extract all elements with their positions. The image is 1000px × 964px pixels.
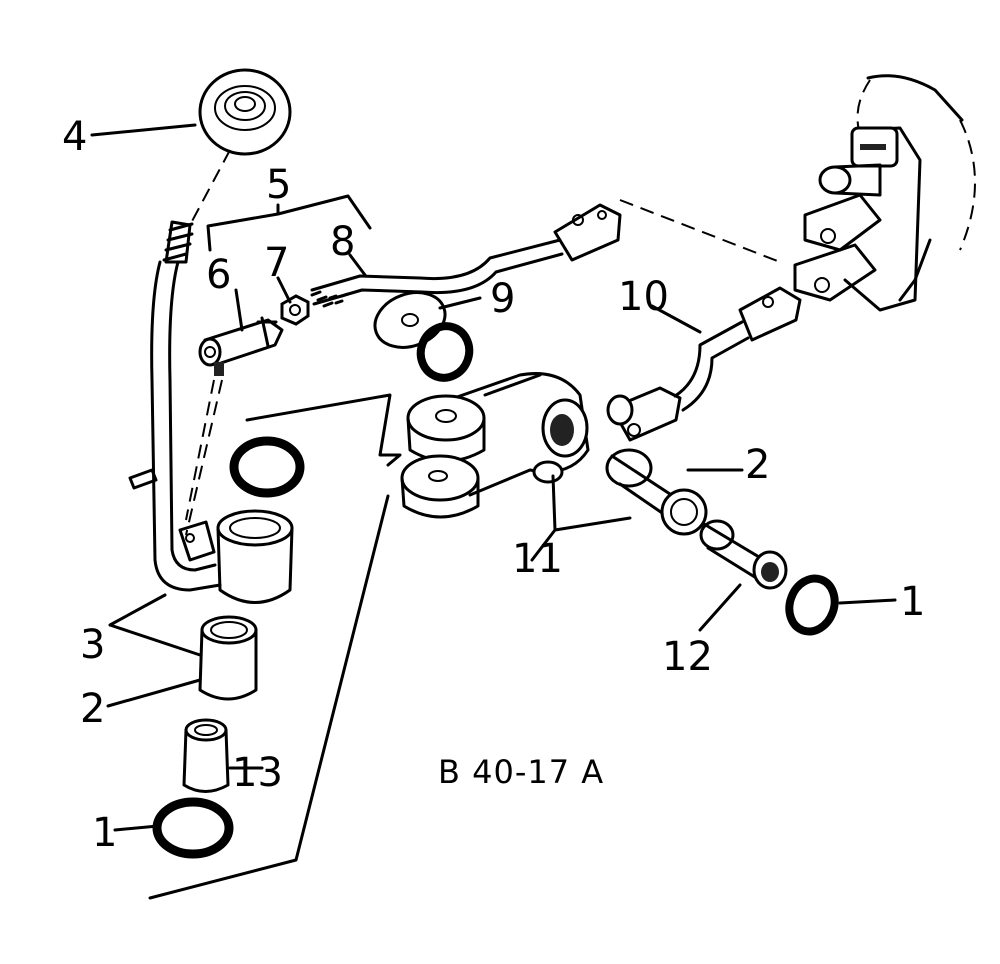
washer-part bbox=[373, 291, 447, 349]
callout-5: 5 bbox=[266, 162, 291, 208]
valve-housing bbox=[793, 74, 976, 312]
callout-7: 7 bbox=[264, 240, 289, 286]
callout-8: 8 bbox=[330, 219, 355, 265]
leader-lines bbox=[90, 123, 897, 900]
callout-13: 13 bbox=[232, 750, 283, 796]
o-ring-left-part bbox=[152, 797, 234, 859]
callout-2-right: 2 bbox=[745, 442, 770, 488]
knob-part bbox=[198, 68, 292, 156]
drawing-code: B 40-17 A bbox=[438, 753, 604, 791]
o-ring-center-part bbox=[416, 322, 474, 382]
lever-block-part bbox=[400, 372, 590, 519]
callout-1-right: 1 bbox=[900, 579, 925, 625]
o-ring-mid-part bbox=[229, 436, 305, 498]
fitting-part bbox=[198, 316, 284, 376]
bushing-right-part bbox=[605, 448, 708, 536]
small-bushing-part bbox=[182, 718, 230, 793]
callout-3: 3 bbox=[80, 622, 105, 668]
lever-part bbox=[128, 220, 294, 604]
callout-9: 9 bbox=[490, 276, 515, 322]
callout-labels: 4 5 6 7 8 9 10 2 11 3 2 12 1 13 1 B 40-1… bbox=[62, 114, 925, 856]
control-rod-part bbox=[310, 203, 622, 308]
callout-2-left: 2 bbox=[80, 686, 105, 732]
callout-1-left: 1 bbox=[92, 810, 117, 856]
bushing-left-part bbox=[198, 615, 258, 701]
callout-11: 11 bbox=[512, 536, 563, 582]
callout-10: 10 bbox=[618, 274, 669, 320]
o-ring-right-part bbox=[785, 574, 839, 636]
callout-6: 6 bbox=[206, 252, 231, 298]
callout-4: 4 bbox=[62, 114, 87, 160]
callout-12: 12 bbox=[662, 634, 713, 680]
nut-part bbox=[280, 294, 310, 326]
bushing-small-right-part bbox=[699, 519, 788, 590]
link-rod-part bbox=[606, 286, 802, 442]
